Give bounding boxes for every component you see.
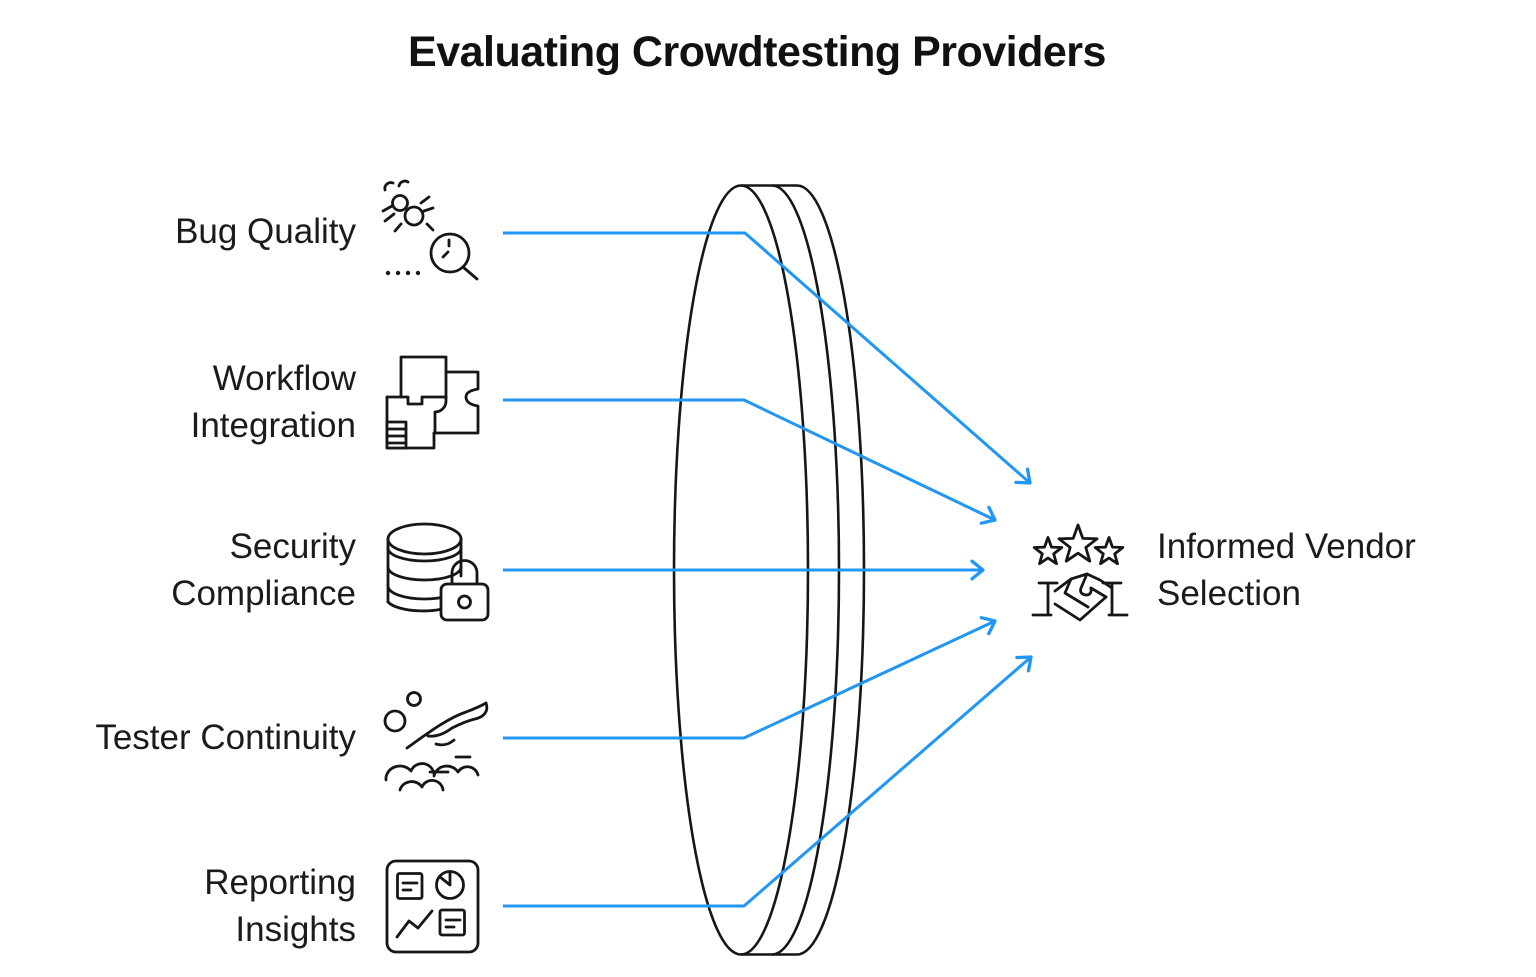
- star-right: [1093, 536, 1125, 566]
- handshake-icon: [1031, 572, 1129, 622]
- factor-label-bug-quality: Bug Quality: [175, 212, 356, 251]
- lens-rim: [741, 184, 797, 956]
- bug-magnifier-icon: [381, 179, 479, 281]
- workflow-puzzle-icon: [385, 355, 480, 450]
- factor-label-workflow-integration: Workflow Integration: [190, 359, 356, 445]
- stars-handshake-icon: [1031, 523, 1129, 622]
- star-middle: [1057, 523, 1099, 563]
- magnifier-trail-dots: [385, 270, 421, 276]
- factor-label-security-compliance: Security Compliance: [171, 527, 356, 613]
- factor-label-reporting-insights: Reporting Insights: [204, 863, 356, 949]
- hand-soap-icon: [383, 691, 489, 792]
- factor-label-tester-continuity: Tester Continuity: [95, 718, 356, 757]
- star-left: [1032, 536, 1064, 566]
- arrow-tester-continuity: [503, 616, 997, 740]
- lock-body: [439, 582, 490, 622]
- page-title: Evaluating Crowdtesting Providers: [408, 28, 1106, 76]
- arrow-reporting-insights: [503, 655, 1033, 908]
- arrow-bug-quality: [503, 231, 1032, 485]
- arrow-workflow-integration: [503, 398, 997, 525]
- icons: [381, 179, 1129, 954]
- lock-keyhole: [457, 594, 472, 610]
- arrows: [503, 231, 1033, 908]
- database-lock-icon: [386, 522, 490, 622]
- lock-shackle: [450, 559, 479, 586]
- outcome-label: Informed Vendor Selection: [1157, 527, 1416, 613]
- report-dashboard-icon: [385, 859, 480, 954]
